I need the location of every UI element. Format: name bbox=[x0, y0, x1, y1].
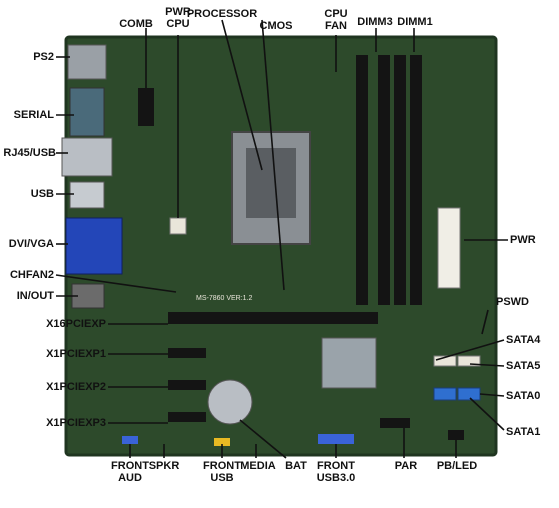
cpu-socket-core bbox=[246, 148, 296, 218]
cmos-battery bbox=[207, 379, 253, 425]
label-front-usb3-line1: FRONT bbox=[317, 460, 355, 472]
label-media: MEDIA bbox=[240, 460, 276, 472]
dimm-slot-2 bbox=[394, 55, 406, 305]
label-x1pciexp2: X1PCIEXP2 bbox=[46, 381, 106, 393]
sata0-port bbox=[433, 387, 457, 401]
label-rj45-usb: RJ45/USB bbox=[3, 147, 56, 159]
label-serial: SERIAL bbox=[13, 109, 54, 121]
label-bat: BAT bbox=[285, 460, 307, 472]
label-x16pciexp: X16PCIEXP bbox=[46, 318, 106, 330]
label-front-aud-line2: AUD bbox=[118, 472, 142, 484]
label-in-out: IN/OUT bbox=[16, 290, 54, 302]
label-pwr: PWR bbox=[510, 234, 536, 246]
label-ps2: PS2 bbox=[33, 51, 54, 63]
ps2-port bbox=[67, 44, 107, 80]
sata5-port bbox=[457, 355, 481, 367]
label-front-usb-line2: USB bbox=[210, 472, 234, 484]
label-spkr: SPKR bbox=[148, 460, 180, 472]
x16-pciexp-slot bbox=[168, 312, 378, 324]
label-sata5: SATA5 bbox=[506, 360, 541, 372]
dimm-slot-1 bbox=[410, 55, 422, 305]
label-front-aud-line1: FRONT bbox=[111, 460, 149, 472]
x1-pciexp1-slot bbox=[168, 348, 206, 358]
pwr-cpu-connector bbox=[169, 217, 187, 235]
label-chfan2: CHFAN2 bbox=[9, 269, 54, 281]
label-sata4: SATA4 bbox=[506, 334, 541, 346]
x1-pciexp2-slot bbox=[168, 380, 206, 390]
front-usb-header bbox=[214, 438, 230, 446]
dimm-slot-3 bbox=[378, 55, 390, 305]
serial-port bbox=[69, 87, 105, 137]
label-pswd: PSWD bbox=[496, 296, 529, 308]
label-par: PAR bbox=[394, 460, 418, 472]
label-pwr-cpu-line1: PWR bbox=[165, 6, 191, 18]
label-pwr-cpu-line2: CPU bbox=[166, 18, 190, 30]
label-pb-led: PB/LED bbox=[436, 460, 478, 472]
label-front-usb3-line2: USB3.0 bbox=[316, 472, 356, 484]
sata1-port bbox=[457, 387, 481, 401]
dimm-slot-4 bbox=[356, 55, 368, 305]
label-x1pciexp1: X1PCIEXP1 bbox=[46, 348, 106, 360]
label-cpu-fan-line2: FAN bbox=[325, 20, 347, 32]
label-dvi-vga: DVI/VGA bbox=[8, 238, 54, 250]
label-dimm1: DIMM1 bbox=[397, 16, 433, 28]
label-dimm3: DIMM3 bbox=[357, 16, 393, 28]
atx-power-connector bbox=[437, 207, 461, 289]
comb-header bbox=[138, 88, 154, 126]
label-front-usb-line1: FRONT bbox=[203, 460, 241, 472]
label-sata0: SATA0 bbox=[506, 390, 541, 402]
callout-lines bbox=[55, 19, 508, 459]
front-usb3-header bbox=[318, 434, 354, 444]
label-processor: PROCESSOR bbox=[186, 8, 258, 20]
board-silkscreen: MS-7860 VER:1.2 bbox=[196, 295, 253, 302]
label-sata1: SATA1 bbox=[506, 426, 541, 438]
x1-pciexp3-slot bbox=[168, 412, 206, 422]
dvi-vga-port bbox=[65, 217, 123, 275]
chipset-heatsink bbox=[321, 337, 377, 389]
label-cpu-fan-line1: CPU bbox=[324, 8, 348, 20]
usb-rear-port bbox=[69, 181, 105, 209]
label-cmos: CMOS bbox=[259, 20, 293, 32]
sata4-port bbox=[433, 355, 457, 367]
par-header bbox=[380, 418, 410, 428]
label-x1pciexp3: X1PCIEXP3 bbox=[46, 417, 106, 429]
front-aud-header bbox=[122, 436, 138, 444]
rj45-usb-port bbox=[61, 137, 113, 177]
pbled-header bbox=[448, 430, 464, 440]
label-comb: COMB bbox=[119, 18, 153, 30]
label-usb: USB bbox=[30, 188, 54, 200]
